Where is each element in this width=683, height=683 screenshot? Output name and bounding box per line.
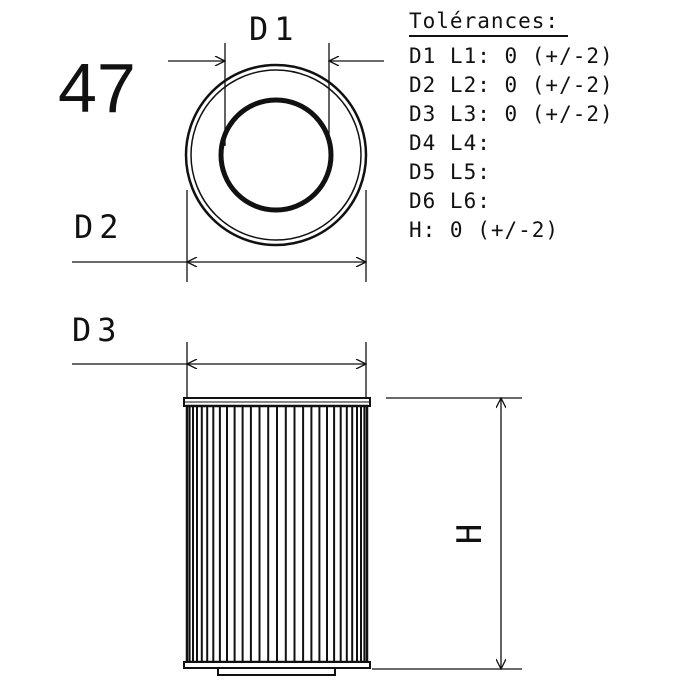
model-number: 47 <box>58 49 136 127</box>
tolerances-heading: Tolérances: <box>409 9 559 33</box>
tolerance-line-d5: D5 L5: <box>409 160 491 184</box>
pleats <box>188 406 366 662</box>
outer-ring-outer <box>184 63 368 247</box>
tolerance-line-h: H: 0 (+/-2) <box>409 218 559 242</box>
tolerances-block: Tolérances: D1 L1: 0 (+/-2) D2 L2: 0 (+/… <box>409 9 614 242</box>
tolerance-line-d4: D4 L4: <box>409 131 491 155</box>
d3-label: D3 <box>72 311 123 349</box>
top-view <box>184 63 368 247</box>
outer-ring-inner <box>190 69 362 241</box>
tolerance-line-d3: D3 L3: 0 (+/-2) <box>409 102 614 126</box>
side-view <box>183 397 371 676</box>
bottom-flange <box>217 667 336 676</box>
inner-opening <box>218 97 334 213</box>
h-dimension <box>372 398 522 669</box>
h-label: H <box>450 524 490 544</box>
d1-label: D1 <box>249 10 300 48</box>
tolerance-line-d2: D2 L2: 0 (+/-2) <box>409 73 614 97</box>
tolerance-line-d6: D6 L6: <box>409 189 491 213</box>
d2-dimension <box>72 190 366 282</box>
tolerance-line-d1: D1 L1: 0 (+/-2) <box>409 44 614 68</box>
d1-dimension <box>168 43 384 146</box>
d2-label: D2 <box>74 208 125 246</box>
d3-dimension <box>72 342 366 398</box>
